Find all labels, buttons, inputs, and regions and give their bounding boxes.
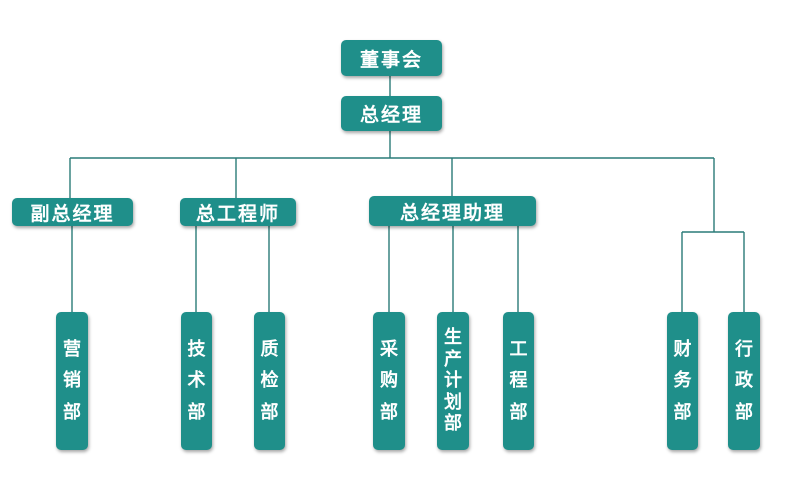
node-production-planning-label: 生产计划部 [444, 327, 462, 435]
node-general-manager: 总经理 [341, 96, 442, 131]
node-chief-engineer-label: 总工程师 [195, 202, 280, 225]
node-board: 董事会 [341, 40, 442, 76]
node-technology-label: 技术部 [187, 338, 206, 423]
node-engineering-label: 工程部 [509, 338, 528, 423]
node-deputy-gm-label: 副总经理 [30, 202, 115, 225]
node-administration: 行政部 [728, 312, 760, 450]
node-general-manager-label: 总经理 [359, 104, 423, 126]
node-gm-assistant-label: 总经理助理 [399, 201, 505, 224]
node-quality: 质检部 [254, 312, 285, 450]
node-administration-label: 行政部 [735, 338, 753, 423]
node-marketing: 营销部 [56, 312, 88, 450]
node-chief-engineer: 总工程师 [180, 198, 296, 226]
node-finance: 财务部 [667, 312, 698, 450]
node-board-label: 董事会 [359, 48, 423, 71]
node-finance-label: 财务部 [673, 338, 692, 423]
node-purchasing-label: 采购部 [380, 338, 398, 423]
node-gm-assistant: 总经理助理 [369, 196, 536, 226]
node-technology: 技术部 [181, 312, 212, 450]
node-purchasing: 采购部 [373, 312, 405, 450]
node-deputy-gm: 副总经理 [12, 198, 133, 226]
node-engineering: 工程部 [503, 312, 534, 450]
node-production-planning: 生产计划部 [437, 312, 469, 450]
node-marketing-label: 营销部 [63, 338, 81, 423]
node-quality-label: 质检部 [260, 338, 279, 423]
